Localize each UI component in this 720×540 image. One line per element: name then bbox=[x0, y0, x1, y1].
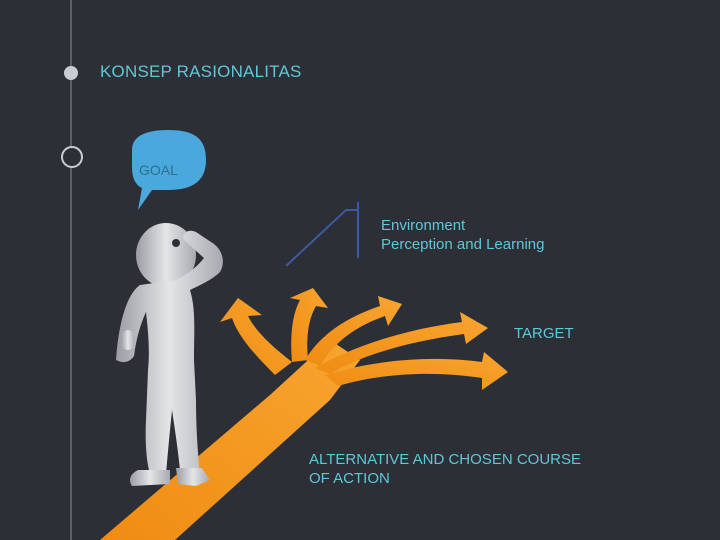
environment-line-1: Environment bbox=[381, 216, 544, 235]
environment-line-2: Perception and Learning bbox=[381, 235, 544, 254]
target-label: TARGET bbox=[514, 324, 574, 343]
environment-connector bbox=[286, 202, 358, 266]
alternative-label: ALTERNATIVE AND CHOSEN COURSE OF ACTION bbox=[309, 450, 629, 488]
thinking-figure bbox=[116, 223, 223, 486]
goal-label: GOAL bbox=[139, 162, 178, 178]
environment-label: Environment Perception and Learning bbox=[381, 216, 544, 254]
alternative-line-1: ALTERNATIVE AND CHOSEN COURSE bbox=[309, 450, 629, 469]
alternative-line-2: OF ACTION bbox=[309, 469, 629, 488]
